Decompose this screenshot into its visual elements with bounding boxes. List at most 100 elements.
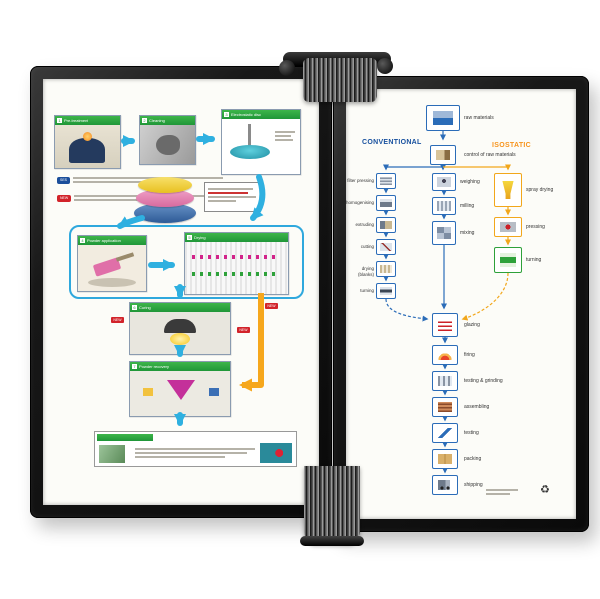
step-number: 7 [132,364,137,369]
lamp-dome [164,319,196,333]
red-tag: NEW [111,317,124,323]
red-tag: NEW [237,327,250,333]
process-step-box [432,221,456,245]
step-title: Curing [139,305,151,310]
step-5-illustration [185,242,288,294]
step-number: 4 [80,238,85,243]
grinding-icon [437,375,453,387]
process-step-box [376,239,396,255]
process-step-box [376,173,396,189]
machine-illustration [69,138,105,163]
process-step-box [432,173,456,191]
isostatic-lines [443,164,511,246]
process-step-box [494,217,522,237]
process-step-box [432,475,458,495]
step-number: 6 [132,305,137,310]
step-title: Powder application [87,238,121,243]
yellow-bin [143,388,153,396]
process-step-box [376,261,396,277]
isostatic-title: ISOSTATIC [492,142,531,149]
pivot-knob-right-icon [377,58,393,74]
shipping-icon [437,479,453,491]
isostatic-merge-dashed [461,272,509,321]
conventional-lines [383,131,447,310]
spray-disc-illustration [230,145,270,159]
process-step-label: extruding [355,222,374,227]
binder-rings-bottom [304,466,360,544]
step-title: Drying [194,235,206,240]
blue-bin [209,388,219,396]
step-title: Electrostatic disc [231,112,262,117]
step-number: 2 [142,118,147,123]
green-dot-row [192,272,280,276]
step-3-header: 3 Electrostatic disc [222,110,300,119]
cutting-icon [380,242,392,252]
lamp-glow [170,333,190,345]
process-step-box [376,195,396,211]
chart-layer-yellow [138,177,192,193]
step-box-5: 5 Drying [184,232,289,295]
extruding-icon [380,220,392,230]
process-step-label: assembling [464,404,490,410]
cyan-arrows [117,133,266,426]
pressing-icon [499,221,517,233]
firing-icon [437,349,453,361]
inspection-icon [435,149,451,161]
process-step-label: homogenising [346,200,375,205]
process-step-box [430,145,456,165]
step-2-illustration [140,125,195,164]
step-number: 3 [224,112,229,117]
drying-icon [380,264,392,274]
funnel-illustration [167,380,195,400]
weighing-icon [437,177,451,187]
testing-icon [437,427,453,439]
process-step-box [494,173,522,207]
process-step-label: packing [464,456,482,462]
packing-icon [437,453,453,465]
process-step-label: pressing [526,224,545,230]
flow-lines-right [383,131,511,474]
process-step-label: shipping [464,482,483,488]
process-step-label: filter pressing [347,178,374,183]
step-4-illustration [78,245,146,291]
conventional-title: CONVENTIONAL [362,139,422,146]
red-tag: NEW [57,194,72,202]
cycle-note-box [204,182,261,212]
process-step-label: mixing [460,230,475,236]
process-step-label: cutting [360,244,374,249]
summary-text-lines [135,446,255,460]
process-step-box [376,283,396,299]
mixing-icon [437,226,451,240]
process-step-box [432,397,458,417]
step-1-header: 1 Pre-treatment [55,116,120,125]
process-step-label: raw materials [464,115,494,121]
layer-chart [132,177,199,227]
summary-box: Summary [94,431,297,467]
process-step-box [426,105,460,131]
magenta-dot-row [192,255,280,259]
recycle-icon: ♻ [540,484,550,496]
milling-icon [437,201,451,211]
process-step-label: firing [464,352,475,358]
process-step-box [376,217,396,233]
flowchart-page-left: 1 Pre-treatment 2 Cleaning [43,79,319,505]
assembling-icon [437,401,453,413]
summary-thumb-right [260,443,292,463]
process-step-label: testing [464,430,479,436]
step-1-illustration [55,125,120,168]
step-box-2: 2 Cleaning [139,115,196,165]
factory-icon [433,111,453,125]
step-box-4: 4 Powder application [77,235,147,292]
step-7-illustration [130,371,230,416]
chart-layer-blue [134,203,196,223]
turning-icon [380,286,392,296]
step-box-3: 3 Electrostatic disc [221,109,301,175]
summary-thumb-left [99,445,125,463]
process-step-label: weighing [460,179,480,185]
step-7-header: 7 Powder recovery [130,362,230,371]
glazing-icon [437,318,453,332]
step-box-7: 7 Powder recovery [129,361,231,417]
